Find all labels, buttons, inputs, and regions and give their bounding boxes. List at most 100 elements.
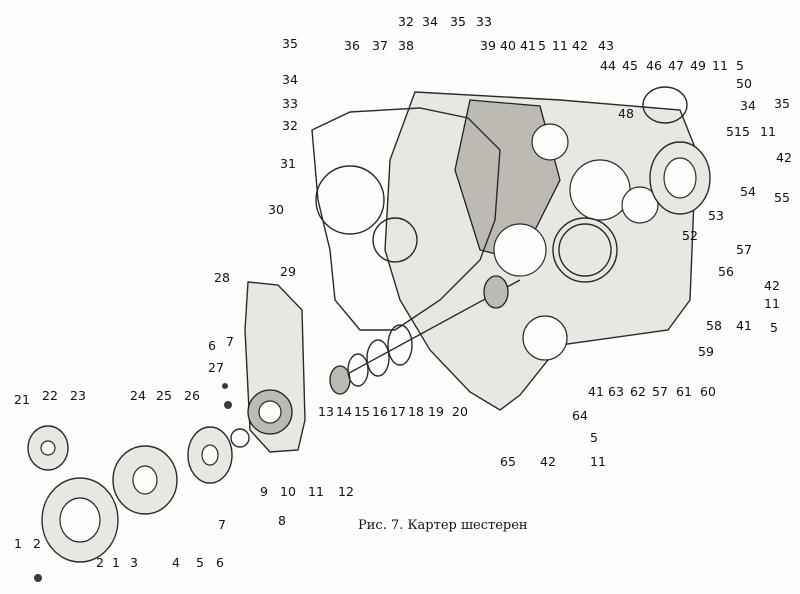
callout-35: 35 xyxy=(282,36,298,51)
callout-6: 6 xyxy=(208,338,216,353)
rear-bearing-cover xyxy=(642,86,711,215)
callout-11: 11 xyxy=(764,296,780,311)
callout-27: 27 xyxy=(208,360,224,375)
callout-24: 24 xyxy=(130,388,146,403)
callout-17: 17 xyxy=(390,404,406,419)
timing-cover xyxy=(230,281,306,453)
callout-26: 26 xyxy=(184,388,200,403)
callout-42: 42 xyxy=(776,150,792,165)
callout-57: 57 xyxy=(736,242,752,257)
callout-62: 62 xyxy=(630,384,646,399)
callout-59: 59 xyxy=(698,344,714,359)
callout-56: 56 xyxy=(718,264,734,279)
callout-4: 4 xyxy=(172,555,180,570)
front-gasket xyxy=(311,107,501,331)
callout-7: 7 xyxy=(218,517,226,532)
callout-34: 34 xyxy=(740,98,756,113)
callout-40: 40 xyxy=(500,38,516,53)
callout-12: 12 xyxy=(338,484,354,499)
callout-29: 29 xyxy=(280,264,296,279)
callout-30: 30 xyxy=(268,202,284,217)
callout-13: 13 xyxy=(318,404,334,419)
callout-36: 36 xyxy=(344,38,360,53)
callout-42: 42 xyxy=(764,278,780,293)
callout-5: 5 xyxy=(736,58,744,73)
callout-46: 46 xyxy=(646,58,662,73)
callout-33: 33 xyxy=(476,14,492,29)
callout-21: 21 xyxy=(14,392,30,407)
callout-44: 44 xyxy=(600,58,616,73)
callout-47: 47 xyxy=(668,58,684,73)
callout-1: 1 xyxy=(14,536,22,551)
callout-41: 41 xyxy=(736,318,752,333)
flange-assembly xyxy=(27,383,233,582)
callout-48: 48 xyxy=(618,106,634,121)
callout-42: 42 xyxy=(572,38,588,53)
callout-3: 3 xyxy=(130,555,138,570)
callout-35: 35 xyxy=(450,14,466,29)
callout-33: 33 xyxy=(282,96,298,111)
callout-1: 1 xyxy=(112,555,120,570)
callout-43: 43 xyxy=(598,38,614,53)
callout-5: 5 xyxy=(538,38,546,53)
callout-14: 14 xyxy=(336,404,352,419)
callout-7: 7 xyxy=(226,334,234,349)
callout-31: 31 xyxy=(280,156,296,171)
callout-32: 32 xyxy=(282,118,298,133)
callout-11: 11 xyxy=(590,454,606,469)
callout-50: 50 xyxy=(736,76,752,91)
callout-60: 60 xyxy=(700,384,716,399)
callout-57: 57 xyxy=(652,384,668,399)
callout-10: 10 xyxy=(280,484,296,499)
callout-22: 22 xyxy=(42,388,58,403)
callout-11: 11 xyxy=(552,38,568,53)
callout-37: 37 xyxy=(372,38,388,53)
callout-54: 54 xyxy=(740,184,756,199)
callout-18: 18 xyxy=(408,404,424,419)
callout-49: 49 xyxy=(690,58,706,73)
callout-45: 45 xyxy=(622,58,638,73)
callout-51: 51 xyxy=(726,124,742,139)
callout-58: 58 xyxy=(706,318,722,333)
callout-65: 65 xyxy=(500,454,516,469)
callout-11: 11 xyxy=(308,484,324,499)
callout-19: 19 xyxy=(428,404,444,419)
crankshaft-seals xyxy=(329,275,521,395)
callout-8: 8 xyxy=(278,513,286,528)
callout-15: 15 xyxy=(354,404,370,419)
callout-23: 23 xyxy=(70,388,86,403)
callout-41: 41 xyxy=(520,38,536,53)
callout-6: 6 xyxy=(216,555,224,570)
callout-41: 41 xyxy=(588,384,604,399)
callout-35: 35 xyxy=(774,96,790,111)
callout-16: 16 xyxy=(372,404,388,419)
callout-2: 2 xyxy=(96,555,104,570)
callout-5: 5 xyxy=(770,320,778,335)
callout-2: 2 xyxy=(33,536,41,551)
callout-34: 34 xyxy=(282,72,298,87)
callout-34: 34 xyxy=(422,14,438,29)
callout-38: 38 xyxy=(398,38,414,53)
callout-53: 53 xyxy=(708,208,724,223)
callout-42: 42 xyxy=(540,454,556,469)
callout-64: 64 xyxy=(572,408,588,423)
callout-11: 11 xyxy=(712,58,728,73)
callout-55: 55 xyxy=(774,190,790,205)
callout-25: 25 xyxy=(156,388,172,403)
callout-5: 5 xyxy=(196,555,204,570)
callout-39: 39 xyxy=(480,38,496,53)
callout-52: 52 xyxy=(682,228,698,243)
callout-5: 5 xyxy=(590,430,598,445)
callout-5: 5 xyxy=(742,124,750,139)
callout-32: 32 xyxy=(398,14,414,29)
callout-20: 20 xyxy=(452,404,468,419)
figure-caption: Рис. 7. Картер шестерен xyxy=(358,518,528,533)
callout-9: 9 xyxy=(260,484,268,499)
gear-case-body xyxy=(384,91,697,411)
callout-28: 28 xyxy=(214,270,230,285)
callout-63: 63 xyxy=(608,384,624,399)
callout-11: 11 xyxy=(760,124,776,139)
